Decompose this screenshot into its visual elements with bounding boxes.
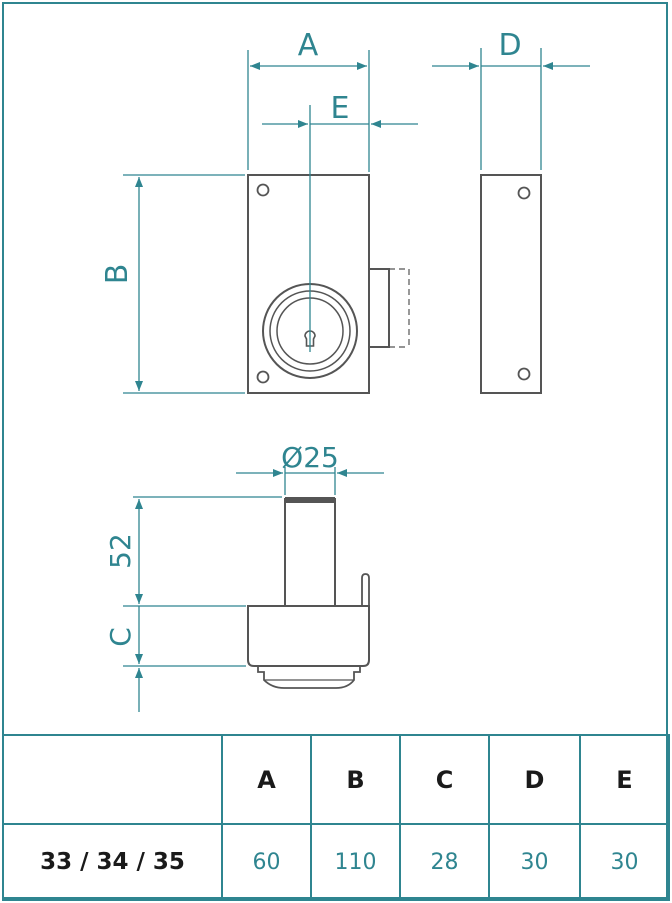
table-row: 33 / 34 / 35 60 110 28 30 30 [2, 823, 670, 901]
dim-label-diameter: Ø25 [281, 441, 339, 474]
dimensions-table: A B C D E 33 / 34 / 35 60 110 28 30 30 [2, 734, 670, 901]
dim-label-b: B [100, 264, 135, 285]
rosette [257, 666, 361, 689]
side-screw-bottom [517, 367, 531, 381]
side-plate-outline [480, 174, 542, 394]
bolt-tab [361, 573, 370, 606]
table-header-c: C [399, 734, 490, 825]
table-corner-cell [2, 734, 223, 825]
table-value-d: 30 [488, 823, 581, 901]
side-view [480, 174, 542, 394]
table-header-e: E [579, 734, 670, 825]
table-value-c: 28 [399, 823, 490, 901]
side-screw-top [517, 186, 531, 200]
dim-label-c: C [104, 627, 137, 647]
cylinder-shaft [284, 498, 336, 607]
table-header-row: A B C D E [2, 734, 670, 825]
table-header-b: B [310, 734, 401, 825]
screw-hole-bottom [256, 370, 270, 384]
technical-drawing: A E D B Ø25 52 C [100, 28, 590, 712]
bolt-extended-dashed [389, 268, 410, 348]
keyhole [304, 330, 316, 347]
table-header-d: D [488, 734, 581, 825]
lock-body-base [247, 605, 370, 667]
table-value-b: 110 [310, 823, 401, 901]
table-value-e: 30 [579, 823, 670, 901]
dim-label-a: A [298, 28, 319, 63]
table-header-a: A [221, 734, 312, 825]
top-view [247, 497, 370, 689]
table-model-cell: 33 / 34 / 35 [2, 823, 223, 901]
cylinder-cap [285, 497, 335, 503]
front-view [247, 174, 410, 394]
table-value-a: 60 [221, 823, 312, 901]
dimension-lines [123, 48, 590, 712]
dim-label-e: E [331, 91, 350, 126]
dim-label-d: D [498, 28, 521, 63]
dim-label-length: 52 [104, 533, 137, 569]
screw-hole-top [256, 183, 270, 197]
bolt [368, 268, 390, 348]
